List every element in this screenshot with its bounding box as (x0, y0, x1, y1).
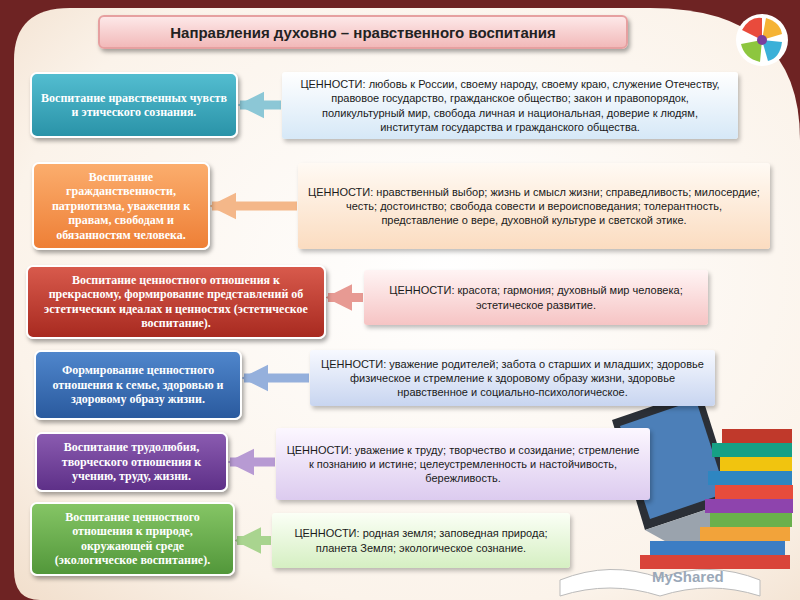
arrow-connector (237, 536, 271, 545)
direction-text: Воспитание трудолюбия, творческого отнош… (45, 440, 218, 483)
direction-text: Воспитание ценностного отношения к приро… (40, 510, 225, 568)
values-box: ЦЕННОСТИ: уважение к труду; творчество и… (276, 428, 650, 500)
values-text: ЦЕННОСТИ: уважение родителей; забота о с… (320, 357, 705, 400)
values-box: ЦЕННОСТИ: родная земля; заповедная приро… (272, 513, 570, 568)
arrow-connector (240, 101, 281, 110)
direction-text: Воспитание нравственных чувств и этическ… (40, 91, 228, 120)
values-text: ЦЕННОСТИ: нравственный выбор; жизнь и см… (308, 185, 760, 228)
logo (736, 14, 788, 66)
values-box: ЦЕННОСТИ: уважение родителей; забота о с… (310, 350, 715, 406)
arrow-connector (212, 202, 297, 211)
values-box: ЦЕННОСТИ: нравственный выбор; жизнь и см… (298, 163, 770, 249)
direction-text: Воспитание ценностного отношения к прекр… (36, 273, 316, 331)
direction-box: Формирование ценностного отношения к сем… (34, 350, 242, 420)
direction-box: Воспитание трудолюбия, творческого отнош… (35, 432, 228, 492)
direction-box: Воспитание гражданственности, патриотизм… (32, 162, 210, 250)
panel (14, 8, 800, 600)
watermark: MyShared (652, 568, 724, 585)
direction-box: Воспитание ценностного отношения к прекр… (26, 265, 326, 339)
values-text: ЦЕННОСТИ: красота; гармония; духовный ми… (374, 283, 698, 312)
values-box: ЦЕННОСТИ: любовь к России, своему народу… (282, 72, 738, 139)
arrow-connector (244, 374, 309, 383)
values-text: ЦЕННОСТИ: родная земля; заповедная приро… (282, 526, 560, 555)
direction-box: Воспитание ценностного отношения к приро… (30, 502, 235, 576)
direction-box: Воспитание нравственных чувств и этическ… (30, 72, 238, 138)
direction-text: Воспитание гражданственности, патриотизм… (42, 170, 200, 242)
values-text: ЦЕННОСТИ: любовь к России, своему народу… (292, 77, 728, 134)
values-box: ЦЕННОСТИ: красота; гармония; духовный ми… (364, 270, 708, 325)
direction-text: Формирование ценностного отношения к сем… (44, 363, 232, 406)
arrow-connector (230, 458, 275, 467)
title-text: Направления духовно – нравственного восп… (170, 24, 556, 41)
values-text: ЦЕННОСТИ: уважение к труду; творчество и… (286, 443, 640, 486)
title-box: Направления духовно – нравственного восп… (98, 15, 628, 49)
arrow-connector (328, 293, 363, 302)
